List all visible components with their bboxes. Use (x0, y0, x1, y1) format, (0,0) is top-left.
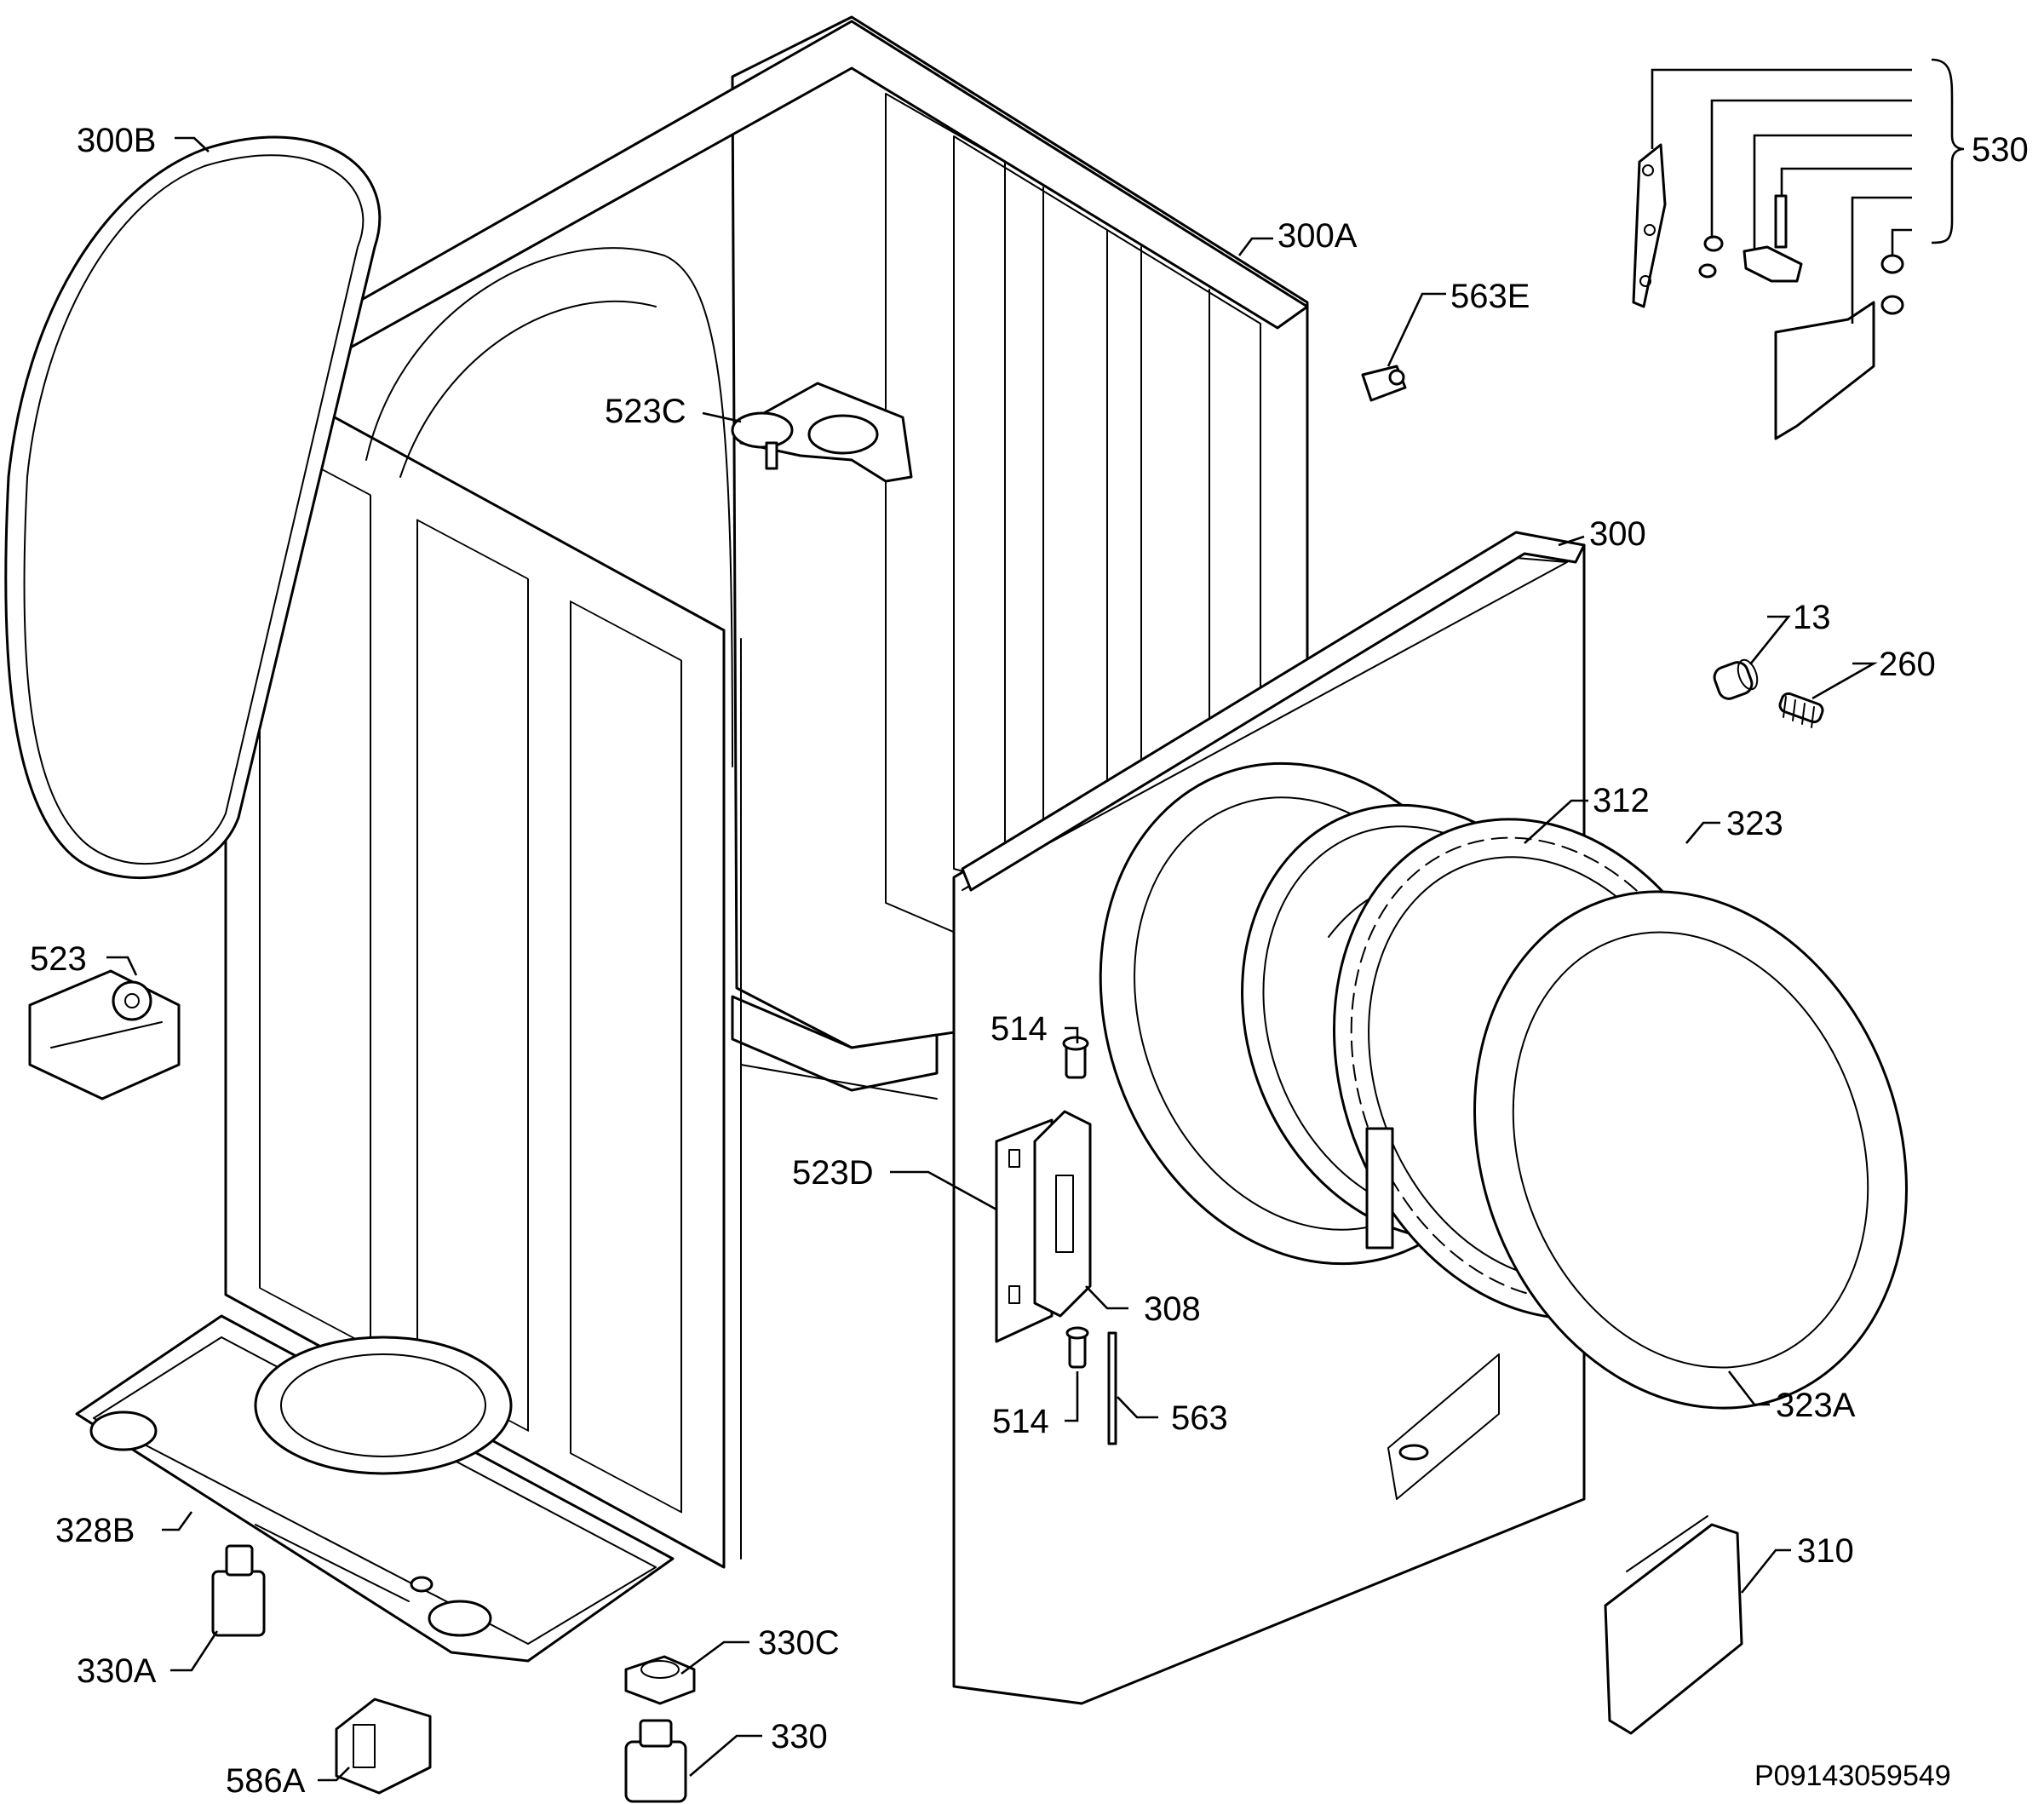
label-300A: 300A (1278, 217, 1358, 255)
label-323: 323 (1726, 805, 1783, 842)
bracket-523 (28, 969, 181, 1100)
label-523C: 523C (605, 393, 686, 430)
label-523: 523 (30, 940, 87, 978)
label-530: 530 (1972, 131, 2029, 169)
label-328B: 328B (55, 1512, 135, 1549)
diagram-code: P09143059549 (1754, 1760, 1951, 1792)
pin-563 (1107, 1331, 1117, 1445)
hinge-kit-530 (1632, 143, 1904, 440)
hinge-308 (1033, 1110, 1092, 1318)
label-260: 260 (1879, 646, 1936, 683)
part-563E (1361, 365, 1407, 402)
label-563: 563 (1171, 1399, 1228, 1437)
leader-lines (106, 58, 1965, 1782)
label-563E: 563E (1450, 278, 1530, 315)
foot-330C (624, 1655, 696, 1705)
label-312: 312 (1593, 782, 1650, 819)
label-310: 310 (1797, 1532, 1854, 1570)
part-260-spring (1778, 692, 1824, 728)
label-523D: 523D (792, 1154, 874, 1192)
screw-514-bottom (1065, 1326, 1089, 1369)
label-330: 330 (771, 1718, 828, 1755)
foot-330 (624, 1719, 687, 1803)
label-330A: 330A (77, 1652, 157, 1690)
base-plate (75, 1314, 675, 1663)
cover-310 (1604, 1515, 1743, 1735)
label-514-top: 514 (990, 1010, 1048, 1048)
label-300B: 300B (77, 122, 156, 159)
label-300: 300 (1589, 515, 1646, 553)
door-outer-ring (1473, 890, 1908, 1410)
screw-514-top (1062, 1036, 1089, 1079)
label-586A: 586A (226, 1762, 306, 1800)
rear-gasket-ring (4, 135, 382, 880)
label-323A: 323A (1776, 1387, 1856, 1424)
label-514-bottom: 514 (992, 1403, 1049, 1440)
cabinet-frame (224, 15, 1309, 1569)
label-330C: 330C (758, 1624, 840, 1662)
foot-330A (211, 1544, 266, 1637)
part-13-bushing (1713, 658, 1759, 700)
part-586A (335, 1698, 432, 1795)
label-13: 13 (1793, 599, 1831, 636)
label-308: 308 (1144, 1290, 1201, 1328)
bracket-523C (731, 382, 913, 483)
